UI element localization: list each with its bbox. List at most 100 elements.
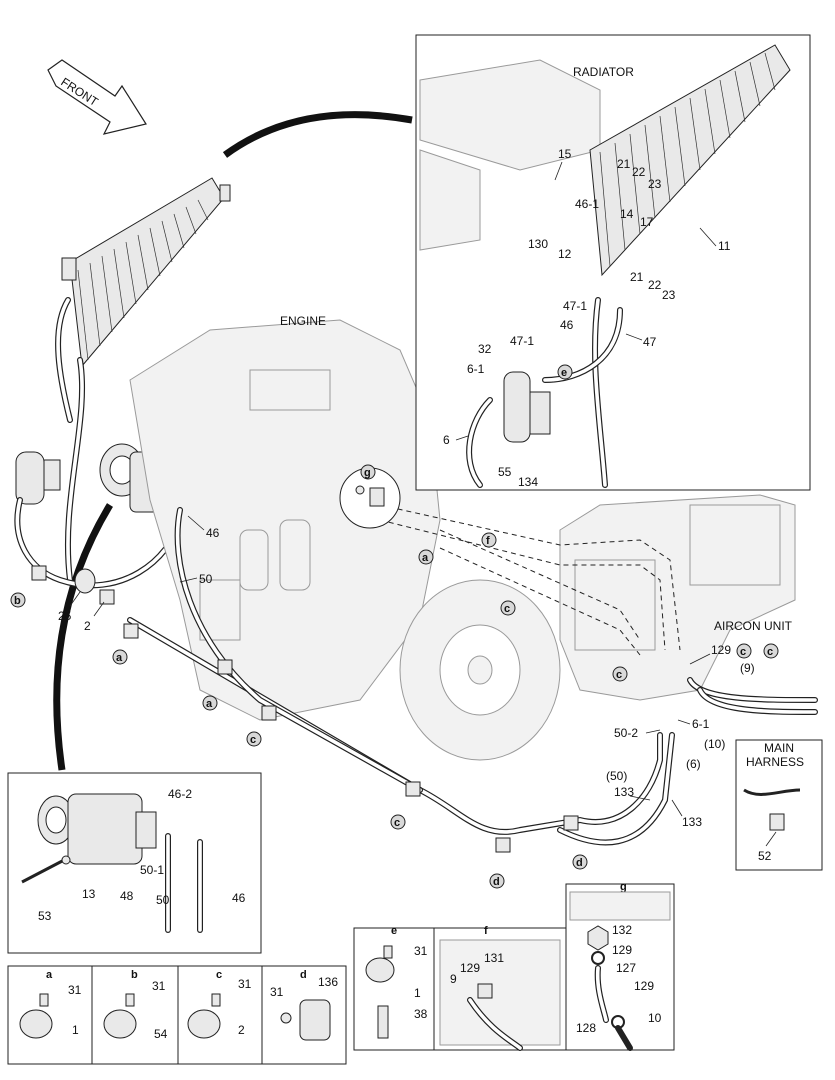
callout-number: a xyxy=(116,652,123,664)
main-harness-line1: MAIN xyxy=(764,741,794,755)
callout-number: a xyxy=(206,698,213,710)
callout-number: 54 xyxy=(154,1027,168,1041)
callout-number: 15 xyxy=(558,147,572,161)
callout-number: 129 xyxy=(612,943,632,957)
callout-number: 47 xyxy=(643,335,657,349)
callout-number: 46-2 xyxy=(168,787,192,801)
callout-number: c xyxy=(504,603,510,615)
detail-b-title: b xyxy=(131,969,138,981)
callout-number: 38 xyxy=(414,1007,428,1021)
callout-number: 1 xyxy=(72,1023,79,1037)
callout-number: d xyxy=(576,857,583,869)
callout-number: 53 xyxy=(38,909,52,923)
callout-number: 50 xyxy=(199,572,213,586)
callout-number: 22 xyxy=(648,278,662,292)
callout-number: 17 xyxy=(640,215,654,229)
callout-number: 50-1 xyxy=(140,863,164,877)
callout-number: 134 xyxy=(518,475,538,489)
detail-e-title: e xyxy=(391,925,397,937)
callout-number: 132 xyxy=(612,923,632,937)
callout-number: 31 xyxy=(238,977,252,991)
callout-number: 11 xyxy=(718,239,731,253)
aircon-unit xyxy=(559,494,796,701)
callout-number: 23 xyxy=(662,288,676,302)
callout-number: 129 xyxy=(460,961,480,975)
zoom-arc-top xyxy=(222,111,413,158)
callout-number: 32 xyxy=(478,342,492,356)
compressor-detail: 46-2 50-1 13 48 50 46 53 xyxy=(7,772,262,954)
callout-number: 31 xyxy=(414,944,428,958)
main-callouts: 46 50 25 2 129 (9) 6-1 (10) 50-2 (6) (50… xyxy=(58,515,755,829)
callout-number: e xyxy=(561,367,567,379)
callout-number: 48 xyxy=(120,889,134,903)
main-letter-tags: b a a c c d d g a f c c c c xyxy=(10,464,779,889)
callout-number: 50-2 xyxy=(614,726,638,740)
callout-number: 10 xyxy=(648,1011,662,1025)
callout-number: 25 xyxy=(58,609,72,623)
engine-label: ENGINE xyxy=(280,314,326,328)
callout-number: 21 xyxy=(617,157,631,171)
callout-number: 130 xyxy=(528,237,548,251)
callout-number: 12 xyxy=(558,247,572,261)
callout-number: 133 xyxy=(682,815,702,829)
callout-number: 47-1 xyxy=(510,334,534,348)
main-harness-box: MAIN HARNESS 52 xyxy=(735,739,823,871)
callout-number: c xyxy=(616,669,622,681)
callout-number: 6-1 xyxy=(692,717,710,731)
detail-g: g 132 129 127 129 128 10 xyxy=(565,881,675,1051)
callout-number: 6 xyxy=(443,433,450,447)
callout-number: 136 xyxy=(318,975,338,989)
callout-number: 47-1 xyxy=(563,299,587,313)
callout-number: 50 xyxy=(156,893,170,907)
callout-number: f xyxy=(486,535,490,547)
callout-number: (9) xyxy=(740,661,755,675)
callout-number: c xyxy=(250,734,256,746)
detail-g-title: g xyxy=(620,881,627,893)
callout-number: 31 xyxy=(270,985,284,999)
callout-number: 23 xyxy=(648,177,662,191)
callout-number: c xyxy=(394,817,400,829)
radiator-label: RADIATOR xyxy=(573,65,634,79)
callout-number: 6-1 xyxy=(467,362,485,376)
callout-number: d xyxy=(493,876,500,888)
detail-ef: e f 31 1 38 9 129 131 xyxy=(353,925,567,1051)
left-condenser xyxy=(61,177,231,368)
callout-number: 133 xyxy=(614,785,634,799)
callout-number: 21 xyxy=(630,270,644,284)
callout-number: 55 xyxy=(498,465,512,479)
callout-number: 128 xyxy=(576,1021,596,1035)
left-receiver-drier xyxy=(15,451,61,505)
callout-number: 131 xyxy=(484,951,504,965)
callout-number: 14 xyxy=(620,207,634,221)
callout-number: c xyxy=(767,646,773,658)
callout-number: 9 xyxy=(450,972,457,986)
callout-number: 129 xyxy=(634,979,654,993)
callout-number: 22 xyxy=(632,165,646,179)
callout-number: 13 xyxy=(82,887,96,901)
callout-number: 129 xyxy=(711,643,731,657)
main-harness-line2: HARNESS xyxy=(746,755,804,769)
callout-number: g xyxy=(364,467,371,479)
callout-number: a xyxy=(422,552,429,564)
callout-number: (6) xyxy=(686,757,701,771)
detail-d-title: d xyxy=(300,969,307,981)
callout-number: 46 xyxy=(232,891,246,905)
callout-number: 31 xyxy=(152,979,166,993)
callout-number: (10) xyxy=(704,737,725,751)
detail-a-title: a xyxy=(46,969,53,981)
callout-number: 52 xyxy=(758,849,772,863)
callout-number: 2 xyxy=(238,1023,245,1037)
callout-number: 46 xyxy=(560,318,574,332)
callout-number: 1 xyxy=(414,986,421,1000)
zoom-arc-left xyxy=(53,503,113,771)
callout-number: 2 xyxy=(84,619,91,633)
detail-c-title: c xyxy=(216,969,222,981)
callout-number: 31 xyxy=(68,983,82,997)
engine-block xyxy=(129,319,561,761)
radiator-inset: RADIATOR e 15 21 22 23 46-1 14 17 130 12… xyxy=(415,34,811,491)
callout-number: 46 xyxy=(206,526,220,540)
detail-abcd: a b c d 31 1 31 54 31 2 31 136 xyxy=(7,965,347,1065)
callout-number: 46-1 xyxy=(575,197,599,211)
callout-number: 127 xyxy=(616,961,636,975)
